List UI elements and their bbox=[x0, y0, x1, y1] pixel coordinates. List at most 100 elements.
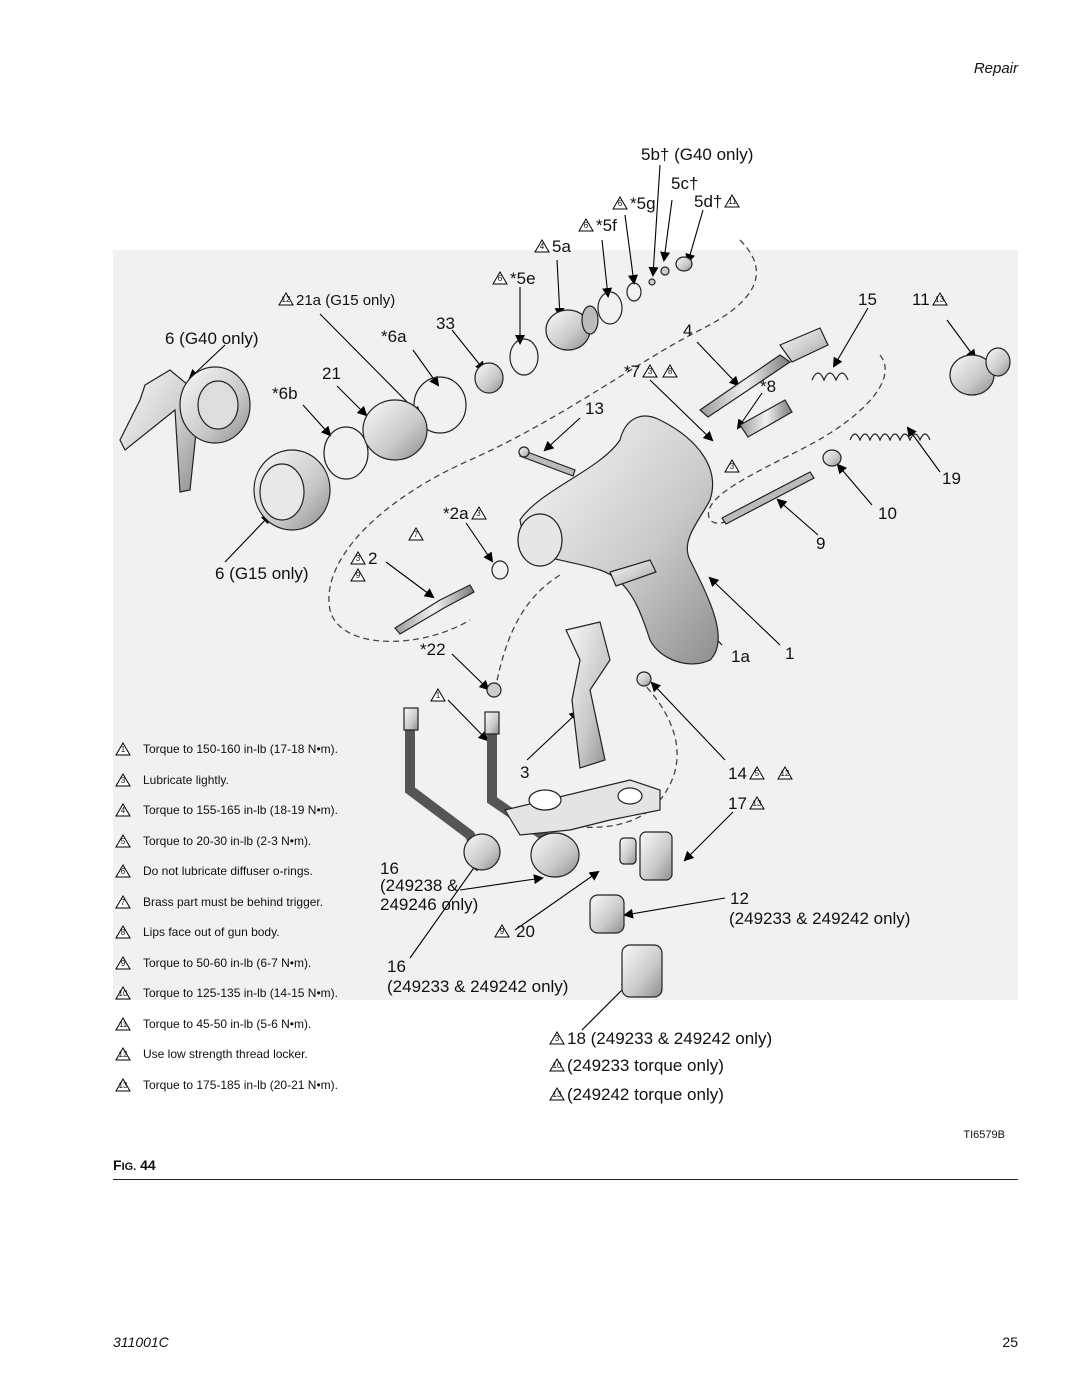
warning-triangle-icon: 13 bbox=[749, 796, 765, 810]
warning-triangle-icon: 12 bbox=[777, 766, 793, 780]
warning-triangle-icon: 10 bbox=[549, 1058, 565, 1072]
callout-12-models: (249233 & 249242 only) bbox=[729, 909, 911, 928]
legend-item: 7 Brass part must be behind trigger. bbox=[113, 887, 403, 918]
callout-6b: *6b bbox=[272, 384, 298, 403]
legend-text: Do not lubricate diffuser o-rings. bbox=[143, 864, 313, 879]
callout-4: 4 bbox=[683, 321, 693, 340]
callout-5c: 5c† bbox=[671, 174, 699, 193]
callout-21: 21 bbox=[322, 364, 341, 383]
warning-triangle-icon: 11 bbox=[115, 1016, 131, 1031]
legend-text: Torque to 45-50 in-lb (5-6 N•m). bbox=[143, 1016, 312, 1031]
warning-triangle-icon: 3 bbox=[724, 459, 740, 473]
warning-triangle-icon: 12 bbox=[115, 1047, 131, 1061]
callout-16-b: 16 bbox=[387, 957, 406, 976]
legend-text: Torque to 150-160 in-lb (17-18 N•m). bbox=[143, 742, 338, 757]
callout-16-a-models-line2: 249246 only) bbox=[380, 895, 479, 914]
callout-6-g40: 6 (G40 only) bbox=[165, 329, 259, 348]
warning-triangle-icon: 1 bbox=[115, 742, 131, 756]
callout-9: 9 bbox=[816, 534, 826, 553]
warning-triangle-icon: 9 bbox=[350, 568, 366, 582]
warning-triangle-icon: 3 bbox=[350, 551, 366, 565]
warning-triangle-icon: 8 bbox=[662, 364, 678, 378]
legend-text: Torque to 20-30 in-lb (2-3 N•m). bbox=[143, 833, 312, 848]
note-torque-249242: 13(249242 torque only) bbox=[547, 1086, 724, 1103]
warning-triangle-icon: 6 bbox=[578, 218, 594, 232]
callout-19: 19 bbox=[942, 469, 961, 488]
legend-item: 3 Lubricate lightly. bbox=[113, 765, 403, 796]
callout-6-g15: 6 (G15 only) bbox=[215, 564, 309, 583]
legend-text: Torque to 175-185 in-lb (20-21 N•m). bbox=[143, 1077, 338, 1092]
warning-triangle-icon: 4 bbox=[534, 239, 550, 253]
page-number: 25 bbox=[1002, 1334, 1018, 1350]
callout-22: *22 bbox=[420, 640, 446, 659]
callout-13: 13 bbox=[585, 399, 604, 418]
figure-divider bbox=[113, 1179, 1018, 1180]
section-title: Repair bbox=[973, 60, 1018, 77]
warning-triangle-icon: 7 bbox=[115, 894, 131, 909]
callout-5f: 6*5f bbox=[576, 217, 617, 234]
legend-text: Torque to 125-135 in-lb (14-15 N•m). bbox=[143, 986, 338, 1001]
warning-triangle-icon: 3 bbox=[470, 506, 487, 520]
warning-triangle-icon: 11 bbox=[724, 194, 741, 208]
legend-text: Lubricate lightly. bbox=[143, 772, 229, 787]
callout-3: 3 bbox=[520, 763, 530, 782]
callout-10: 10 bbox=[878, 504, 897, 523]
callout-16-a-models-line1: (249238 & bbox=[380, 876, 459, 895]
callout-5e: 6*5e bbox=[490, 270, 536, 287]
document-number: 311001C bbox=[113, 1334, 169, 1350]
callout-1a: 1a bbox=[731, 647, 750, 666]
warning-triangle-icon: 7 bbox=[408, 527, 424, 541]
callout-1: 1 bbox=[785, 644, 795, 663]
warning-triangle-icon: 3 bbox=[549, 1031, 565, 1045]
callout-5b: 5b† (G40 only) bbox=[641, 145, 754, 164]
legend-text: Lips face out of gun body. bbox=[143, 925, 280, 940]
warning-triangle-icon: 6 bbox=[492, 271, 508, 285]
warning-triangle-icon: 13 bbox=[549, 1087, 565, 1101]
warning-triangle-icon: 9 bbox=[115, 955, 131, 970]
callout-33: 33 bbox=[436, 314, 455, 333]
warning-triangle-icon: 13 bbox=[931, 292, 948, 306]
legend-text: Torque to 155-165 in-lb (18-19 N•m). bbox=[143, 803, 338, 818]
warning-triangle-icon: 10 bbox=[115, 986, 131, 1000]
note-torque-249233: 10(249233 torque only) bbox=[547, 1057, 724, 1074]
callout-8: *8 bbox=[760, 377, 777, 396]
legend-item: 11 Torque to 45-50 in-lb (5-6 N•m). bbox=[113, 1009, 403, 1040]
figure-label: FIG. 44 bbox=[113, 1157, 156, 1173]
warning-triangle-icon: 6 bbox=[115, 864, 131, 878]
warning-triangle-icon: 5 bbox=[749, 766, 765, 780]
legend-text: Use low strength thread locker. bbox=[143, 1047, 308, 1062]
callout-3-marker: 3 bbox=[722, 459, 742, 476]
legend-item: 5 Torque to 20-30 in-lb (2-3 N•m). bbox=[113, 826, 403, 857]
warning-triangle-icon: 3 bbox=[115, 772, 131, 787]
callout-1-marker: 1 bbox=[428, 688, 448, 705]
callout-16-b-models: (249233 & 249242 only) bbox=[387, 977, 569, 996]
callout-6a: *6a bbox=[381, 327, 407, 346]
warning-triangle-icon: 3 bbox=[642, 364, 658, 378]
warning-triangle-icon: 12 bbox=[278, 292, 294, 306]
legend-item: 8 Lips face out of gun body. bbox=[113, 917, 403, 948]
legend-item: 12 Use low strength thread locker. bbox=[113, 1039, 403, 1070]
callout-2-marker-9: 9 bbox=[348, 568, 368, 585]
callout-16-a: 16 bbox=[380, 859, 399, 878]
callout-15: 15 bbox=[858, 290, 877, 309]
warning-triangle-icon: 5 bbox=[115, 833, 131, 848]
callout-7-marker: 7 bbox=[406, 527, 426, 544]
callout-5d: 5d†11 bbox=[694, 193, 742, 210]
warning-triangle-icon: 1 bbox=[430, 688, 446, 702]
figure-code: TI6579B bbox=[963, 1129, 1005, 1141]
legend-text: Brass part must be behind trigger. bbox=[143, 894, 324, 909]
warning-triangle-icon: 8 bbox=[115, 925, 131, 939]
legend-text: Torque to 50-60 in-lb (6-7 N•m). bbox=[143, 955, 312, 970]
